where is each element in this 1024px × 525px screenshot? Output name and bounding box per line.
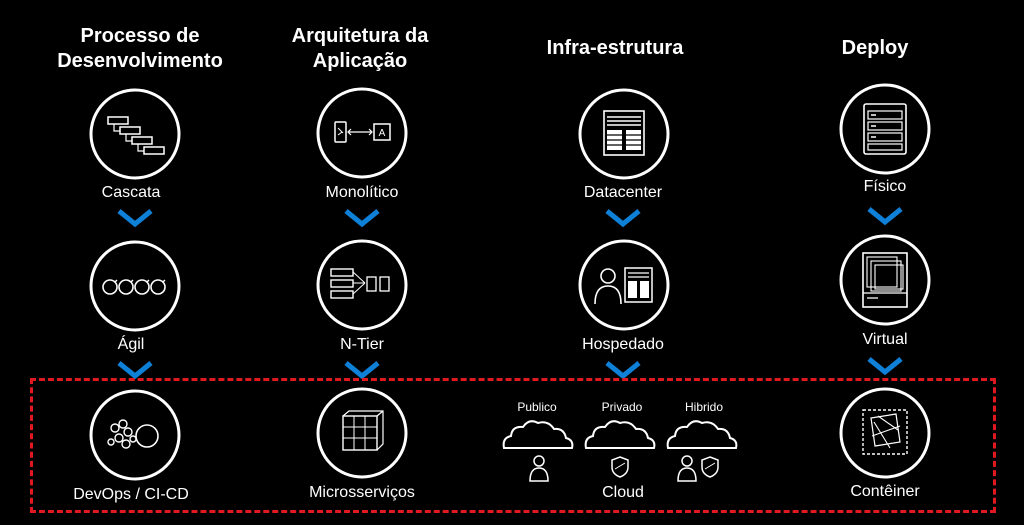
person-icon (529, 455, 549, 482)
chevron-down-icon (867, 207, 903, 226)
waterfall-icon (89, 88, 181, 180)
title-line: Desenvolvimento (57, 50, 223, 72)
chevron-down-icon (867, 357, 903, 376)
person-icon (677, 455, 697, 482)
step-label-devops: DevOps / CI-CD (73, 486, 189, 503)
monolith-icon: A (316, 87, 408, 179)
step-label-cloud: Cloud (602, 484, 644, 501)
title-line: Deploy (841, 37, 909, 59)
step-label-waterfall: Cascata (101, 184, 161, 201)
cloud-icon (502, 420, 574, 449)
chevron-down-icon (605, 361, 641, 380)
physical-server-icon (839, 83, 931, 175)
devops-icon (89, 389, 181, 481)
container-icon (839, 387, 931, 479)
step-label-virtual: Virtual (862, 331, 908, 348)
step-label-agile: Ágil (117, 336, 145, 353)
virtual-server-icon (839, 234, 931, 326)
chevron-down-icon (344, 361, 380, 380)
chevron-down-icon (344, 209, 380, 228)
step-label-ntier: N-Tier (340, 336, 384, 353)
title-dev-process: Processo de Desenvolvimento (30, 24, 250, 74)
step-label-microservices: Microsserviços (309, 484, 415, 501)
chevron-down-icon (117, 361, 153, 380)
chevron-down-icon (117, 209, 153, 228)
ntier-icon (316, 239, 408, 331)
title-line: Infra-estrutura (546, 37, 684, 59)
shield-icon (701, 456, 719, 478)
cloud-type-public: Publico (517, 400, 557, 414)
title-app-architecture: Arquitetura da Aplicação (260, 24, 460, 74)
title-deploy: Deploy (800, 36, 950, 61)
title-infrastructure: Infra-estrutura (515, 36, 715, 61)
step-label-physical: Físico (863, 178, 907, 195)
shield-icon (611, 456, 629, 478)
microservices-icon (316, 387, 408, 479)
agile-icon (89, 240, 181, 332)
title-line: Arquitetura da (291, 25, 429, 47)
step-label-container: Contêiner (850, 483, 920, 500)
cloud-type-hybrid: Hibrido (684, 400, 723, 414)
title-line: Processo de (80, 25, 200, 47)
svg-text:A: A (379, 128, 386, 139)
cloud-icon (584, 420, 656, 449)
datacenter-icon (578, 88, 670, 180)
title-line: Aplicação (312, 50, 408, 72)
step-label-hosted: Hospedado (582, 336, 664, 353)
cloud-type-private: Privado (601, 400, 643, 414)
cloud-icon (666, 420, 738, 449)
step-label-datacenter: Datacenter (583, 184, 663, 201)
modern-stack-highlight-box (30, 378, 996, 513)
chevron-down-icon (605, 209, 641, 228)
hosted-icon (578, 239, 670, 331)
step-label-monolith: Monolítico (325, 184, 399, 201)
